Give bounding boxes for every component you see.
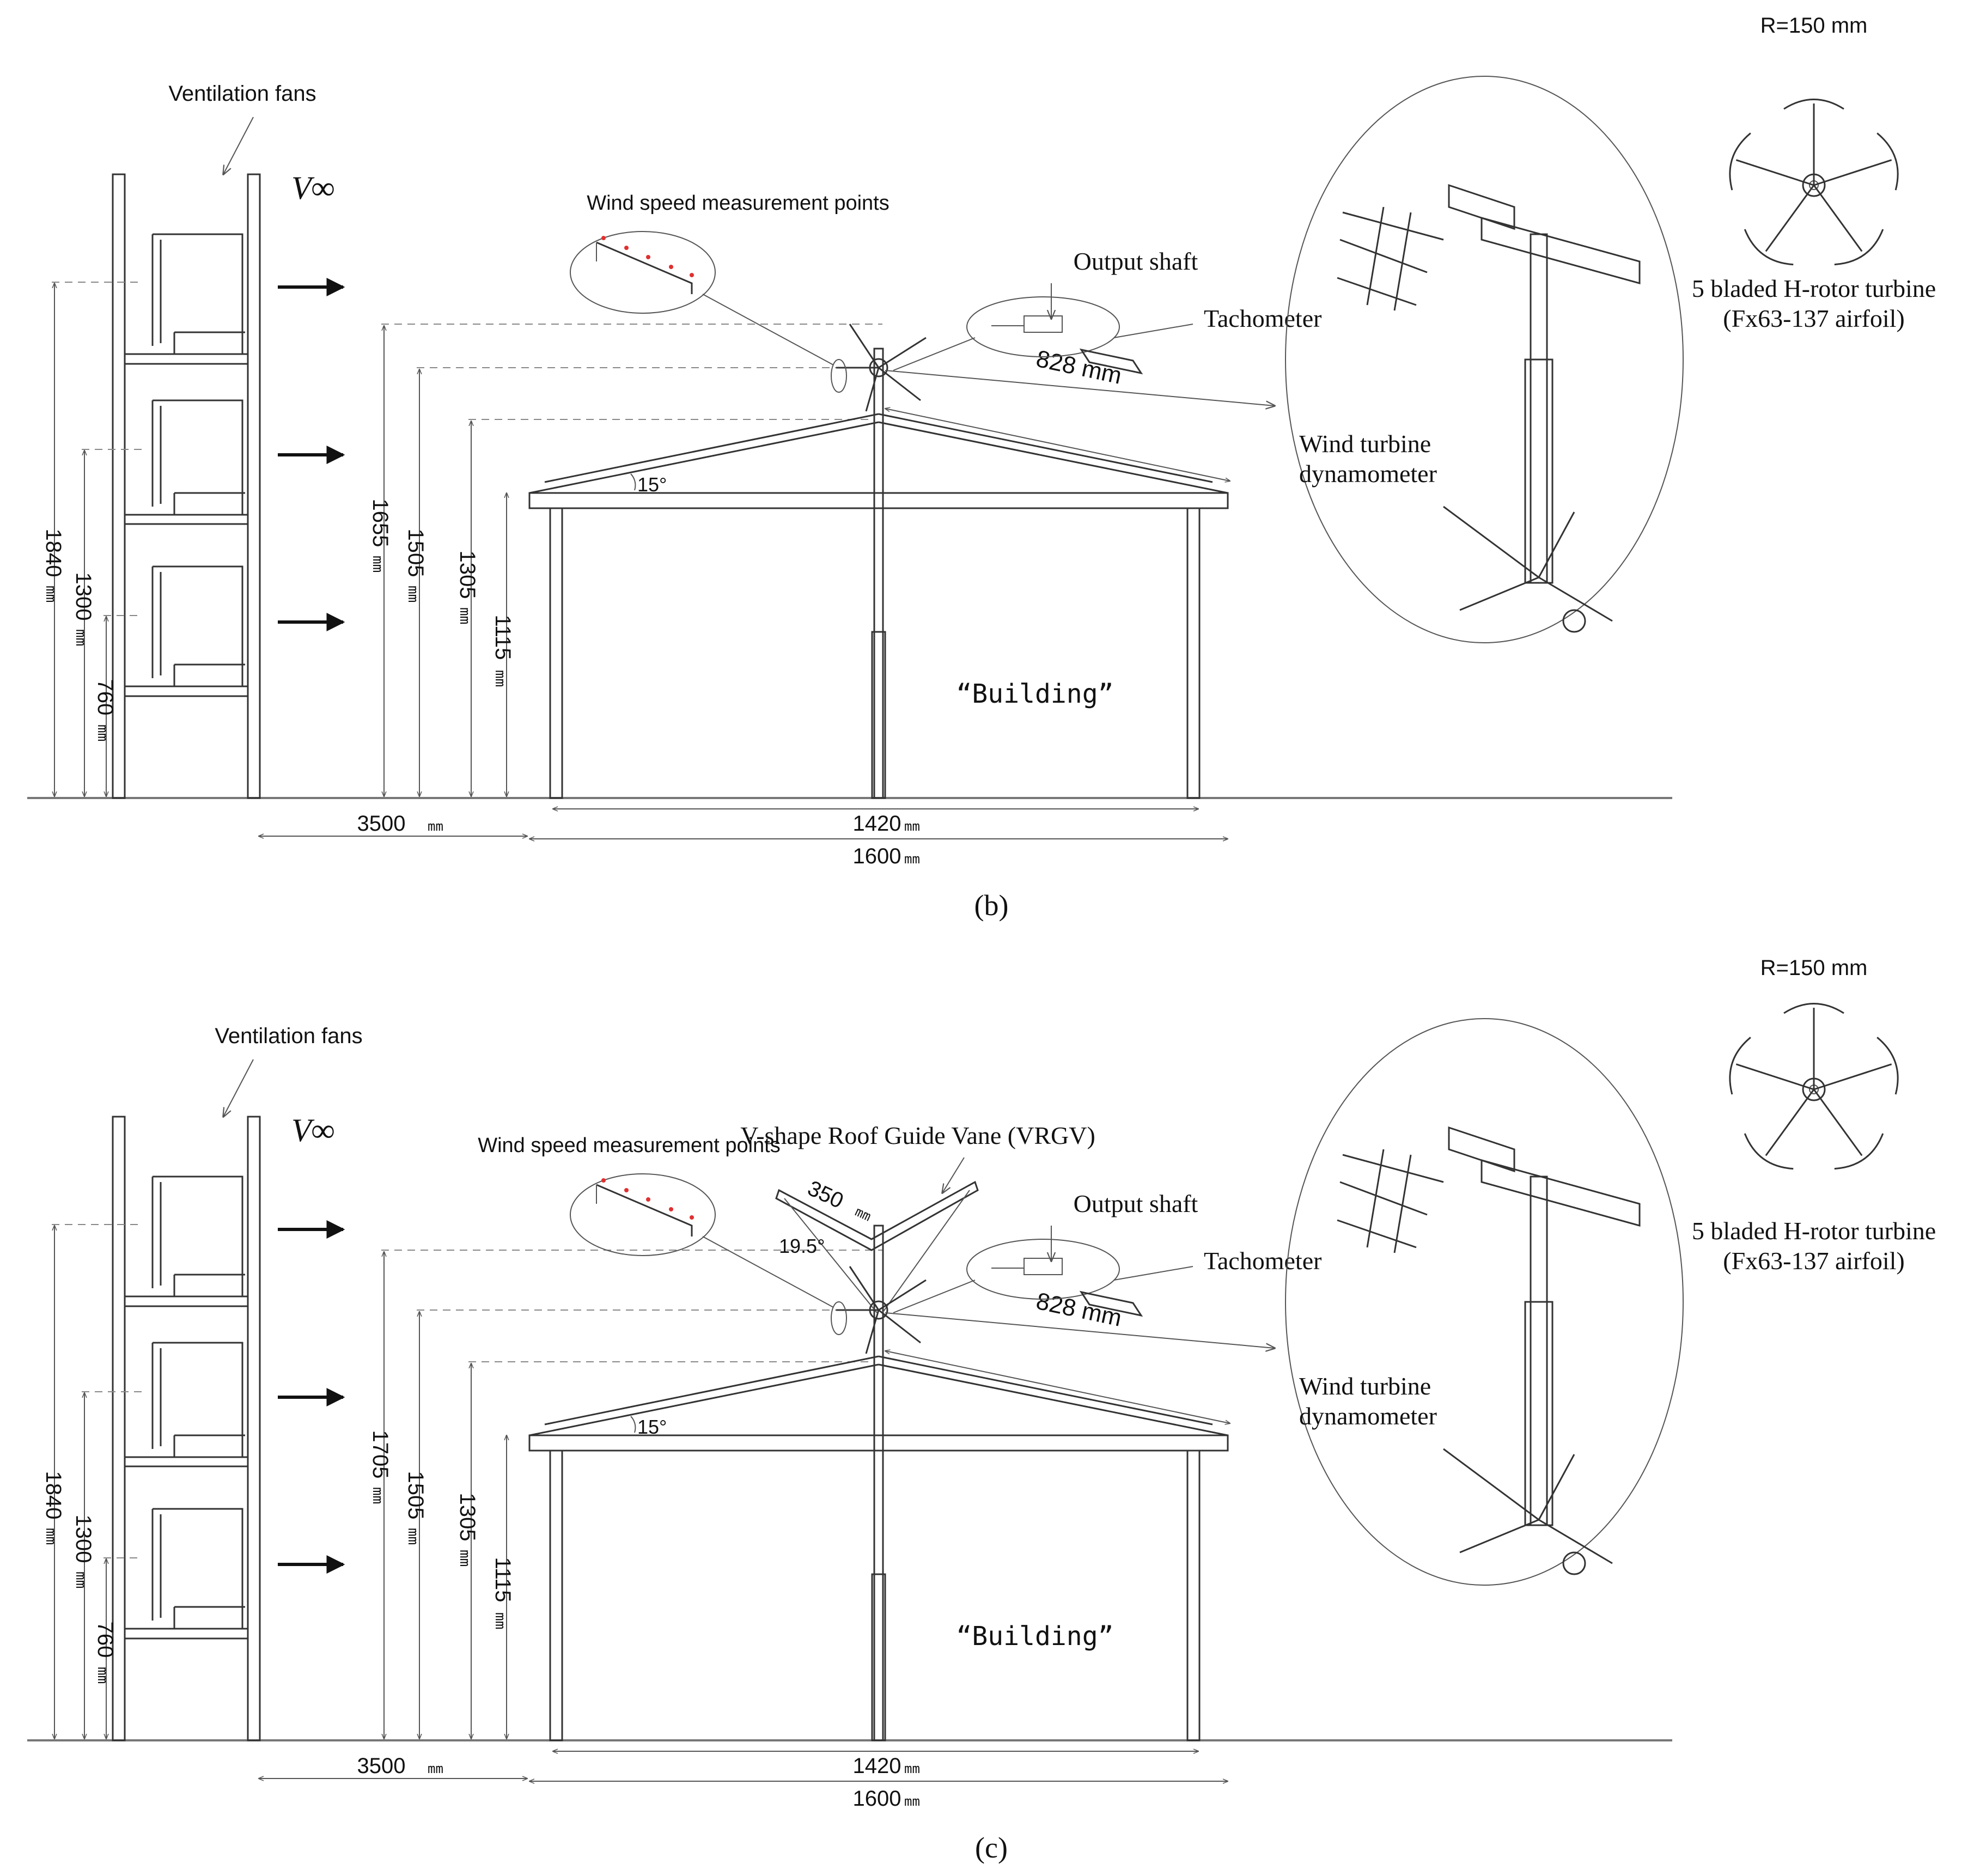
- measurement-points-callout: [570, 1173, 834, 1308]
- dim-inner-width: 1420: [853, 1754, 901, 1778]
- dim-unit: mm: [492, 1612, 508, 1629]
- dim-unit: mm: [42, 586, 59, 602]
- dim-hub-height: 1505: [404, 1471, 428, 1520]
- dim-unit: mm: [42, 1528, 59, 1545]
- dim-eave-height: 1115: [491, 614, 515, 660]
- ventilation-fans-label: Ventilation fans: [215, 1024, 362, 1048]
- building-label: “Building”: [957, 1621, 1114, 1652]
- rotor-top-view: [1729, 1003, 1899, 1170]
- dim-fan-low: 760: [93, 679, 117, 716]
- turbine-small: [831, 324, 927, 412]
- ventilation-fan-frame: [112, 173, 261, 799]
- dim-unit: mm: [492, 670, 508, 687]
- turbine-small: [831, 1266, 927, 1354]
- vane-angle-label: 19.5°: [779, 1235, 825, 1257]
- dim-unit: mm: [405, 586, 421, 602]
- dim-unit: mm: [904, 1794, 920, 1809]
- dim-unit: mm: [456, 1550, 473, 1567]
- panel-caption: (b): [974, 889, 1009, 922]
- dim-hub-height: 1505: [404, 529, 428, 577]
- panel-caption: (c): [975, 1831, 1008, 1864]
- roof-angle-label: 15°: [637, 1416, 667, 1438]
- dim-fan-mid: 1300: [71, 572, 95, 621]
- building: [528, 413, 1229, 799]
- rotor-label-line2: (Fx63-137 airfoil): [1723, 1247, 1904, 1275]
- ventilation-fans-label: Ventilation fans: [168, 82, 316, 106]
- dynamometer-label-line1: Wind turbine: [1299, 430, 1431, 458]
- rotor-label-line1: 5 bladed H-rotor turbine: [1692, 275, 1936, 302]
- dim-turbine-top: 1705: [368, 1430, 392, 1479]
- output-shaft-callout: [893, 283, 1193, 375]
- dynamometer-callout: [1285, 76, 1684, 643]
- roof-angle-label: 15°: [637, 473, 667, 496]
- dim-unit: mm: [904, 851, 920, 867]
- dim-unit: mm: [405, 1528, 421, 1545]
- dim-unit: mm: [852, 1204, 873, 1225]
- rotor-label-line1: 5 bladed H-rotor turbine: [1692, 1217, 1936, 1245]
- dim-unit: mm: [94, 1667, 111, 1684]
- dynamometer-callout: [1285, 1018, 1684, 1586]
- dim-unit: mm: [428, 819, 443, 834]
- measurement-points-callout: [570, 231, 834, 366]
- tachometer-label: Tachometer: [1204, 304, 1321, 332]
- dim-eave-height: 1115: [491, 1557, 515, 1602]
- dim-unit: mm: [904, 819, 920, 834]
- ventilation-fan-frame: [112, 1116, 261, 1741]
- dim-fan-total: 1840: [41, 529, 65, 577]
- rotor-label-line2: (Fx63-137 airfoil): [1723, 304, 1904, 332]
- dim-outer-width: 1600: [853, 844, 901, 868]
- output-shaft-label: Output shaft: [1074, 247, 1198, 275]
- rotor-top-view: [1729, 99, 1899, 266]
- dim-unit: mm: [428, 1761, 443, 1776]
- output-shaft-label: Output shaft: [1074, 1190, 1198, 1217]
- rotor-radius-label: R=150 mm: [1760, 956, 1868, 980]
- dim-fan-total: 1840: [41, 1471, 65, 1520]
- dim-fan-mid: 1300: [71, 1515, 95, 1563]
- dynamometer-label-line1: Wind turbine: [1299, 1372, 1431, 1400]
- dynamometer-label-line2: dynamometer: [1299, 1402, 1437, 1430]
- vane-label: V-shape Roof Guide Vane (VRGV): [740, 1122, 1095, 1149]
- dim-unit: mm: [369, 556, 386, 572]
- turbine-mast: [871, 1225, 886, 1741]
- dim-ridge-height: 1305: [455, 1493, 479, 1542]
- dim-ridge-height: 1305: [455, 551, 479, 599]
- v-infinity-label: V∞: [291, 1112, 334, 1148]
- v-shape-guide-vane: [775, 1180, 979, 1313]
- rotor-radius-label: R=150 mm: [1760, 14, 1868, 38]
- dim-fan-low: 760: [93, 1622, 117, 1658]
- building: [528, 1355, 1229, 1741]
- measurement-points-label: Wind speed measurement points: [587, 192, 890, 215]
- dim-inner-width: 1420: [853, 812, 901, 836]
- dynamometer-label-line2: dynamometer: [1299, 460, 1437, 488]
- building-label: “Building”: [957, 679, 1114, 709]
- measurement-points-label: Wind speed measurement points: [478, 1134, 781, 1157]
- v-infinity-label: V∞: [291, 170, 334, 206]
- dim-turbine-top: 1655: [368, 499, 392, 547]
- dim-distance: 3500: [357, 812, 406, 836]
- dim-unit: mm: [72, 1572, 89, 1588]
- dim-unit: mm: [72, 629, 89, 646]
- turbine-mast: [871, 348, 886, 799]
- dim-unit: mm: [369, 1487, 386, 1504]
- output-shaft-callout: [893, 1226, 1193, 1317]
- dim-unit: mm: [904, 1761, 920, 1776]
- dim-unit: mm: [456, 607, 473, 624]
- dim-distance: 3500: [357, 1754, 406, 1778]
- dim-outer-width: 1600: [853, 1787, 901, 1811]
- tachometer-label: Tachometer: [1204, 1247, 1321, 1275]
- dim-unit: mm: [94, 724, 111, 741]
